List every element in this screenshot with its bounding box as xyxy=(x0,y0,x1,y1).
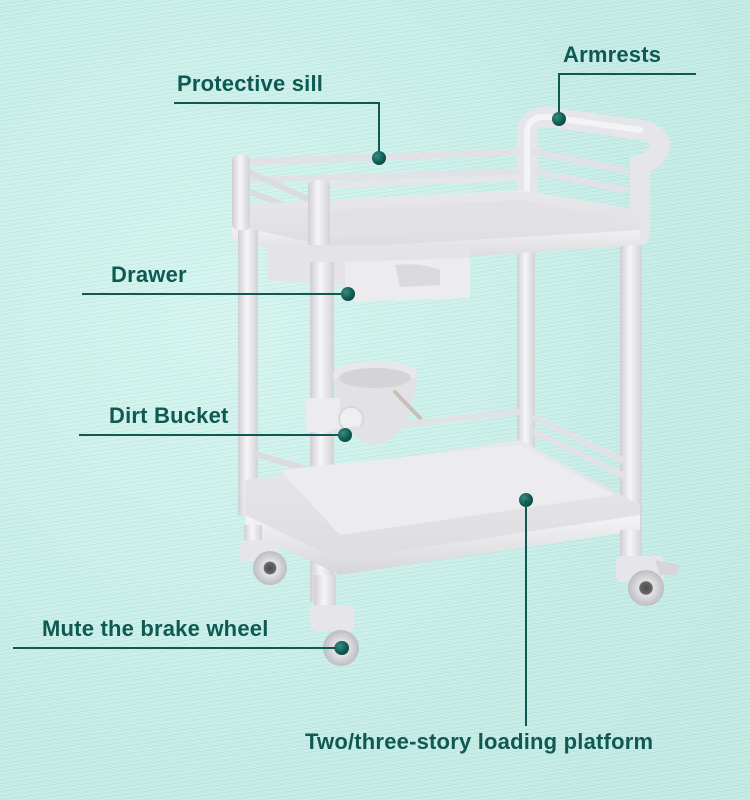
leader-line-drawer xyxy=(82,293,348,295)
label-armrests: Armrests xyxy=(563,42,662,67)
back-right-pole xyxy=(620,215,642,555)
label-dirt-bucket: Dirt Bucket xyxy=(109,403,229,428)
label-brake-wheel: Mute the brake wheel xyxy=(42,616,269,641)
leader-line-armrests xyxy=(558,73,696,75)
back-left-pole xyxy=(517,235,535,475)
marker-dot-drawer xyxy=(341,287,355,301)
front-left-pole xyxy=(238,230,258,515)
leader-line-protective-sill xyxy=(174,102,380,104)
wheel-front-left xyxy=(240,525,287,585)
leader-line-brake-wheel xyxy=(13,647,343,649)
marker-dot-protective-sill xyxy=(372,151,386,165)
leader-line-loading-platform xyxy=(525,500,527,726)
marker-dot-dirt-bucket xyxy=(338,428,352,442)
marker-dot-armrests xyxy=(552,112,566,126)
leader-line-dirt-bucket xyxy=(79,434,345,436)
wheel-back-right xyxy=(616,530,680,606)
label-protective-sill: Protective sill xyxy=(177,71,324,96)
label-drawer: Drawer xyxy=(111,262,187,287)
wheel-front-right xyxy=(310,575,359,666)
marker-dot-brake-wheel xyxy=(335,641,349,655)
label-loading-platform: Two/three-story loading platform xyxy=(305,729,654,754)
